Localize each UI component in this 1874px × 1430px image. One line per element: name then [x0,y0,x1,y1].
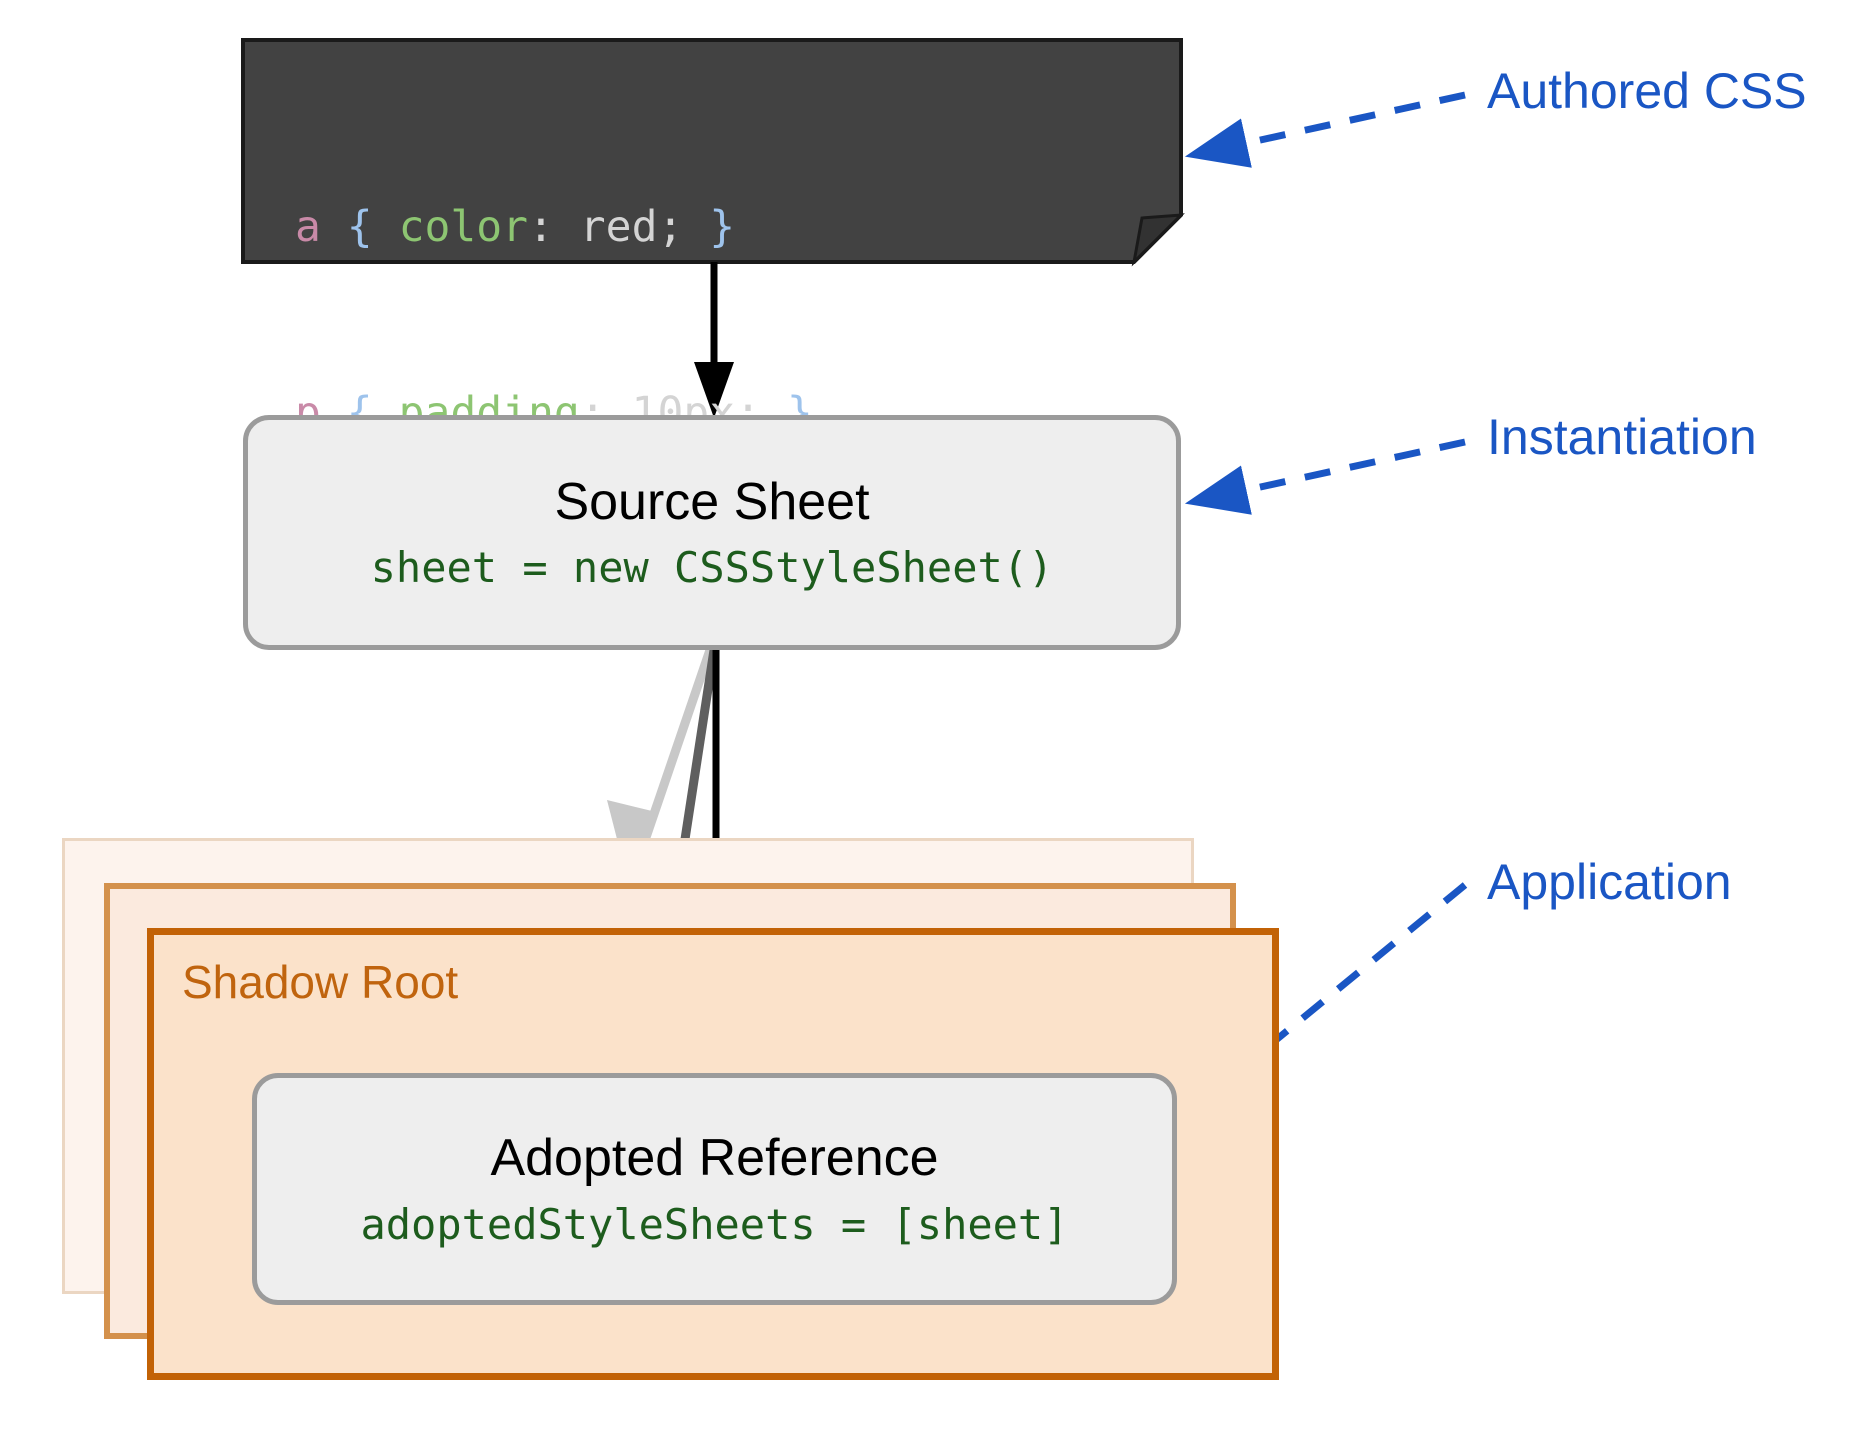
authored-css-note: a { color: red; } p { padding: 10px; } [243,40,1181,438]
code-token-space [373,202,399,252]
code-token-selector: a [295,202,321,252]
leader-instantiation [1184,438,1466,515]
annotation-authored-css: Authored CSS [1487,63,1807,119]
code-token-brace-open: { [346,202,373,252]
authored-css-code: a { color: red; } p { padding: 10px; } [295,72,813,568]
source-sheet-title: Source Sheet [554,472,870,531]
code-token-value: red; [553,202,684,252]
code-token-property: color [398,202,529,252]
source-sheet-code: sheet = new CSSStyleSheet() [370,543,1054,593]
annotation-instantiation: Instantiation [1487,409,1757,465]
shadow-root-label: Shadow Root [182,956,459,1008]
code-token-brace-close: } [709,202,736,252]
adopted-reference-code: adoptedStyleSheets = [sheet] [360,1199,1069,1249]
code-token-space [683,202,709,252]
adopted-reference-node: Adopted Reference adoptedStyleSheets = [… [252,1073,1177,1305]
leader-authored-css [1184,91,1466,168]
adopted-reference-title: Adopted Reference [490,1129,939,1188]
code-token-colon: : [528,202,554,252]
code-token-space [321,202,347,252]
annotation-application: Application [1487,854,1732,910]
code-line-1: a { color: red; } [295,196,813,258]
source-sheet-node: Source Sheet sheet = new CSSStyleSheet() [243,415,1181,650]
